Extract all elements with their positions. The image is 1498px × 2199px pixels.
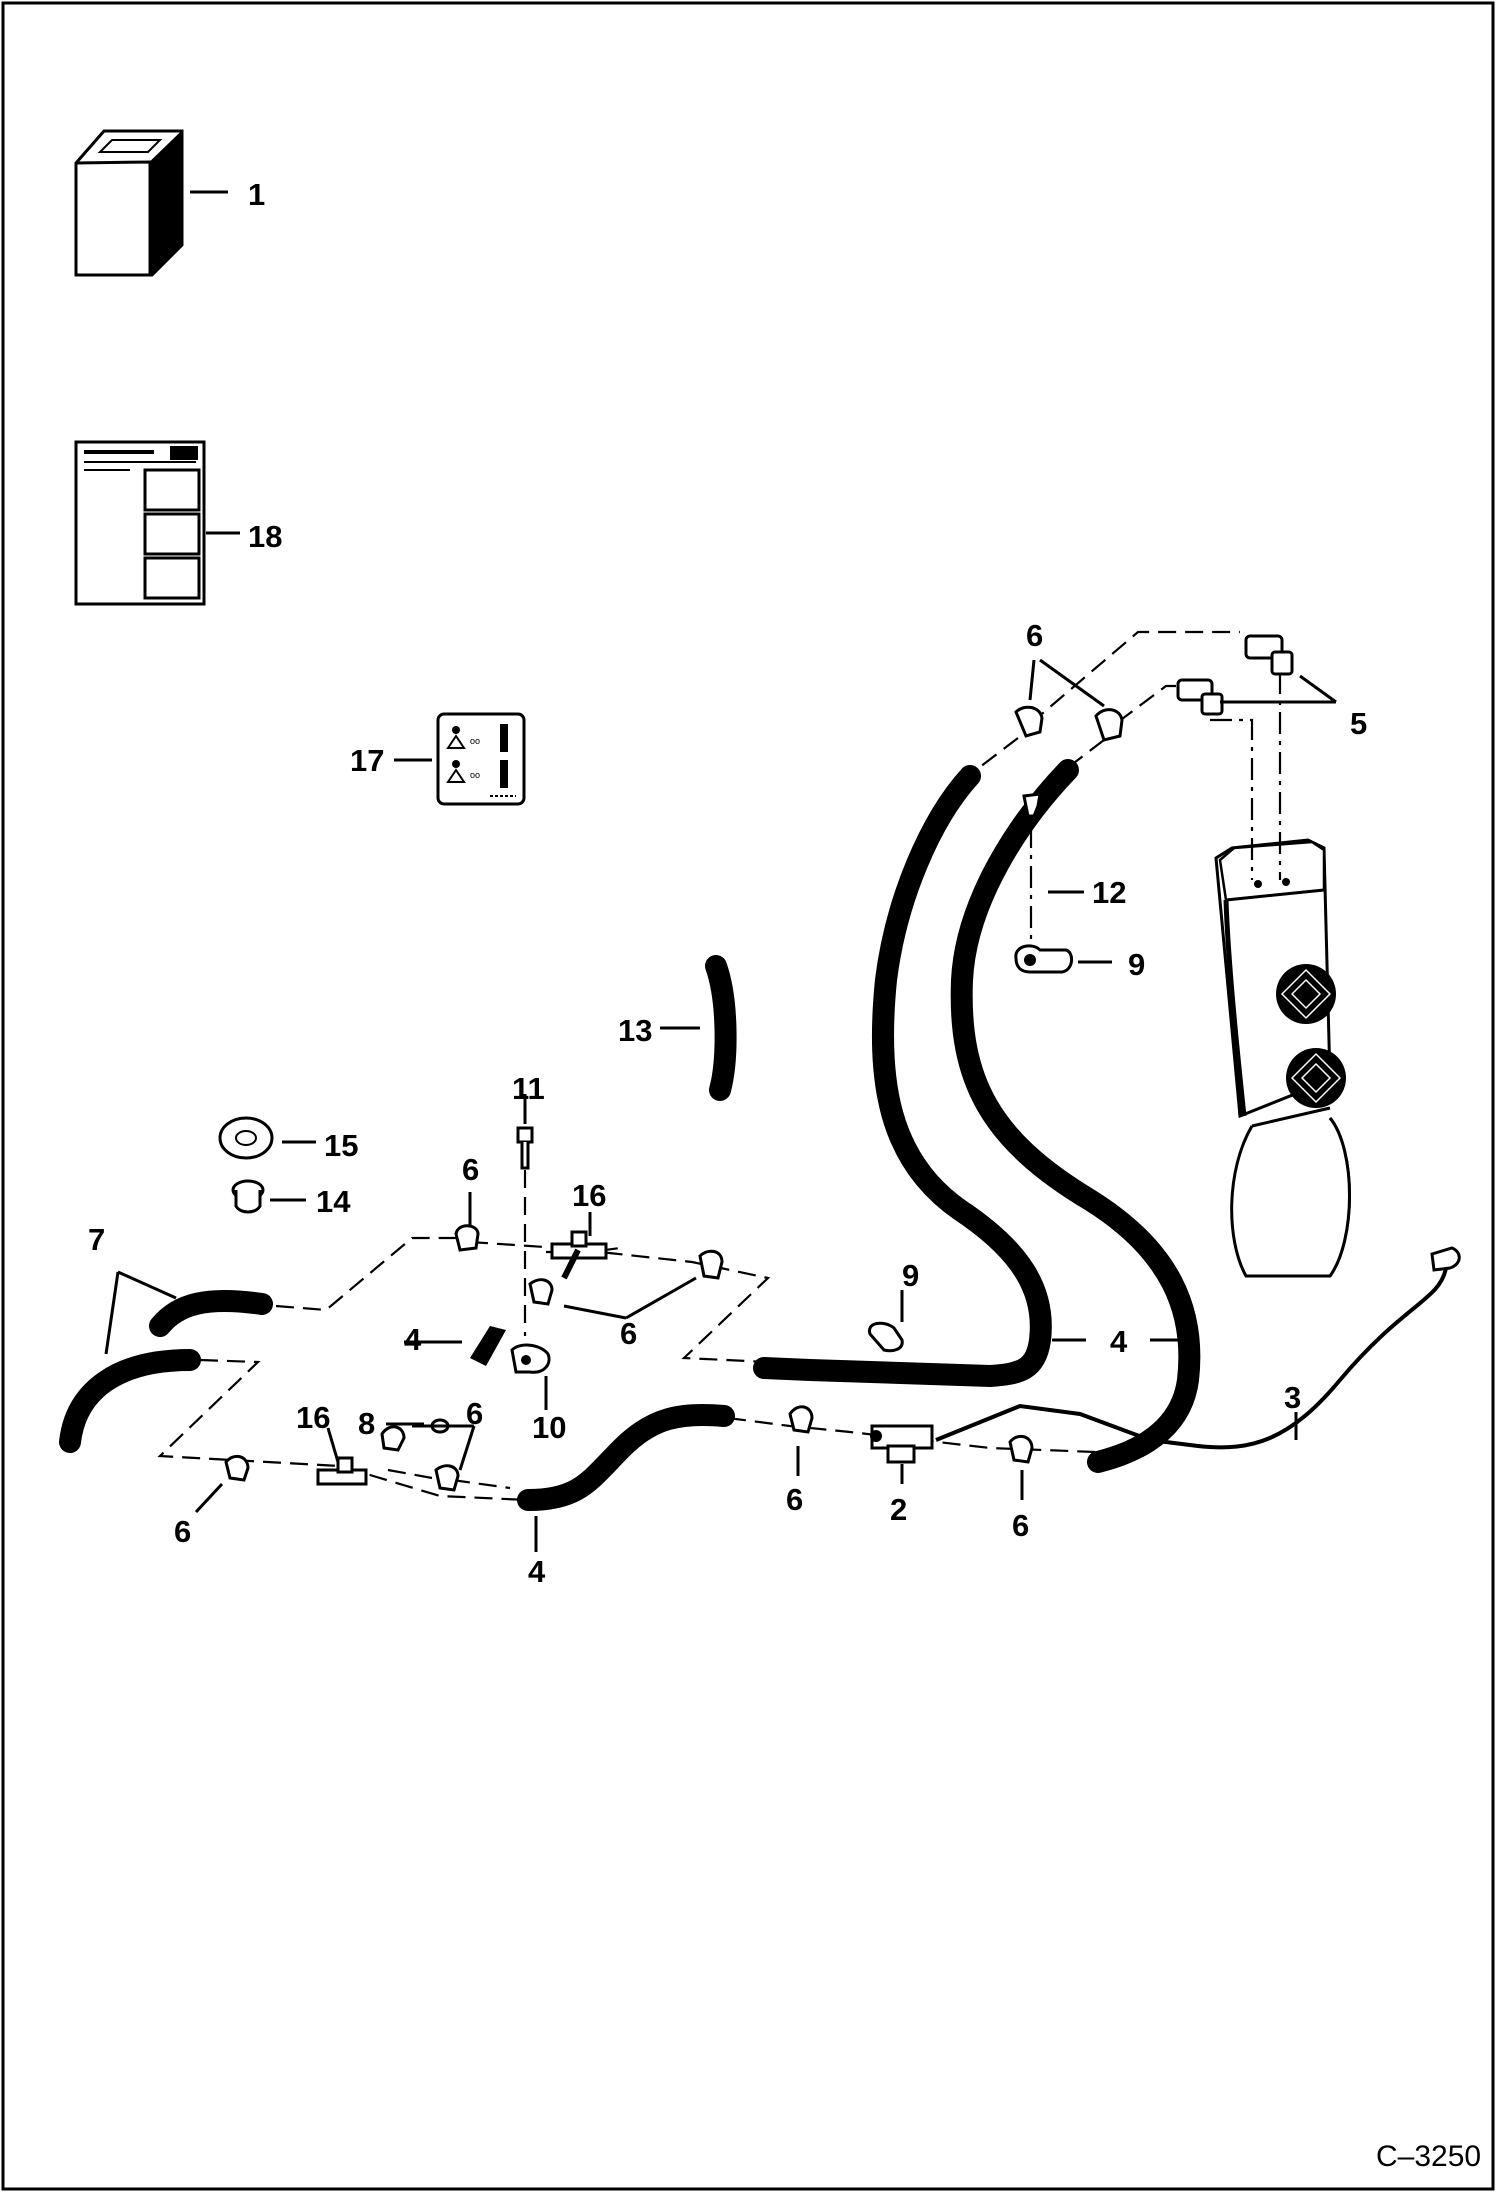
part-17-decal: oo oo [394, 712, 526, 806]
part-15-grommet [218, 1116, 316, 1160]
part-1-manual-box [74, 129, 228, 277]
callout-13: 13 [618, 1013, 652, 1048]
callout-9-lower: 9 [902, 1258, 919, 1293]
callout-8: 8 [358, 1406, 375, 1441]
part-7-hoses [59, 1270, 273, 1453]
callout-18: 18 [248, 519, 282, 554]
part-5-fittings [1176, 634, 1337, 716]
heater-leaders [1210, 672, 1282, 880]
svg-text:oo: oo [470, 770, 480, 780]
part-10-clamp [510, 1343, 551, 1410]
callout-6-upper: 6 [1026, 618, 1043, 653]
callout-1: 1 [248, 177, 265, 212]
callout-labels: 1 18 17 6 5 12 9 13 11 15 14 6 16 7 6 4 … [88, 177, 1367, 1589]
callout-17: 17 [350, 743, 384, 778]
part-6-clamps-lower [788, 1405, 1034, 1500]
svg-text:oo: oo [470, 736, 480, 746]
part-4-lower-leader [534, 1338, 1184, 1552]
callout-6-lower-mid: 6 [466, 1396, 483, 1431]
callout-11: 11 [512, 1071, 545, 1106]
part-11-bolt [516, 1094, 534, 1336]
callout-9-upper: 9 [1128, 947, 1145, 982]
callout-12: 12 [1092, 875, 1126, 910]
callout-6-mid-right: 6 [620, 1316, 637, 1351]
part-6-clamps-middle [454, 1192, 724, 1320]
part-12-bolt [1022, 792, 1084, 946]
callout-4-small: 4 [404, 1322, 422, 1357]
callout-10: 10 [532, 1410, 566, 1445]
figure-number: C–3250 [1376, 2140, 1481, 2173]
callout-6-lower-left: 6 [174, 1514, 191, 1549]
part-9-clamp-upper [1014, 944, 1112, 974]
part-16-tee-upper [550, 1212, 608, 1280]
part-14-plug [231, 1179, 306, 1214]
part-4-hoses-long [753, 759, 1201, 1473]
part-9-clamp-lower [867, 1290, 904, 1353]
callout-15: 15 [324, 1128, 358, 1163]
callout-6-mid-top: 6 [462, 1152, 479, 1187]
part-3-cable [935, 1246, 1461, 1450]
part-6-clamps-lower-left [194, 1424, 476, 1514]
heater-unit [1214, 838, 1351, 1278]
part-13-hose-piece [660, 955, 737, 1101]
callout-16-lower: 16 [296, 1400, 330, 1435]
part-16-tee-lower [316, 1427, 368, 1486]
callout-5: 5 [1350, 706, 1367, 741]
part-2-valve [870, 1424, 934, 1484]
part-6-clamps-upper [1014, 658, 1124, 742]
callout-4-right: 4 [1110, 1324, 1128, 1359]
callout-2: 2 [890, 1492, 907, 1527]
part-18-decal-sheet [74, 440, 240, 606]
part-4-hose-lower [517, 1403, 735, 1511]
part-4-hose-small [404, 1326, 506, 1366]
callout-16-upper: 16 [572, 1178, 606, 1213]
callout-6-lower-right: 6 [1012, 1508, 1029, 1543]
callout-6-lower: 6 [786, 1482, 803, 1517]
callout-3: 3 [1284, 1380, 1301, 1415]
callout-14: 14 [316, 1184, 351, 1219]
upper-dash-run [975, 630, 1240, 771]
callout-7: 7 [88, 1222, 105, 1257]
callout-4-bottom: 4 [528, 1554, 546, 1589]
